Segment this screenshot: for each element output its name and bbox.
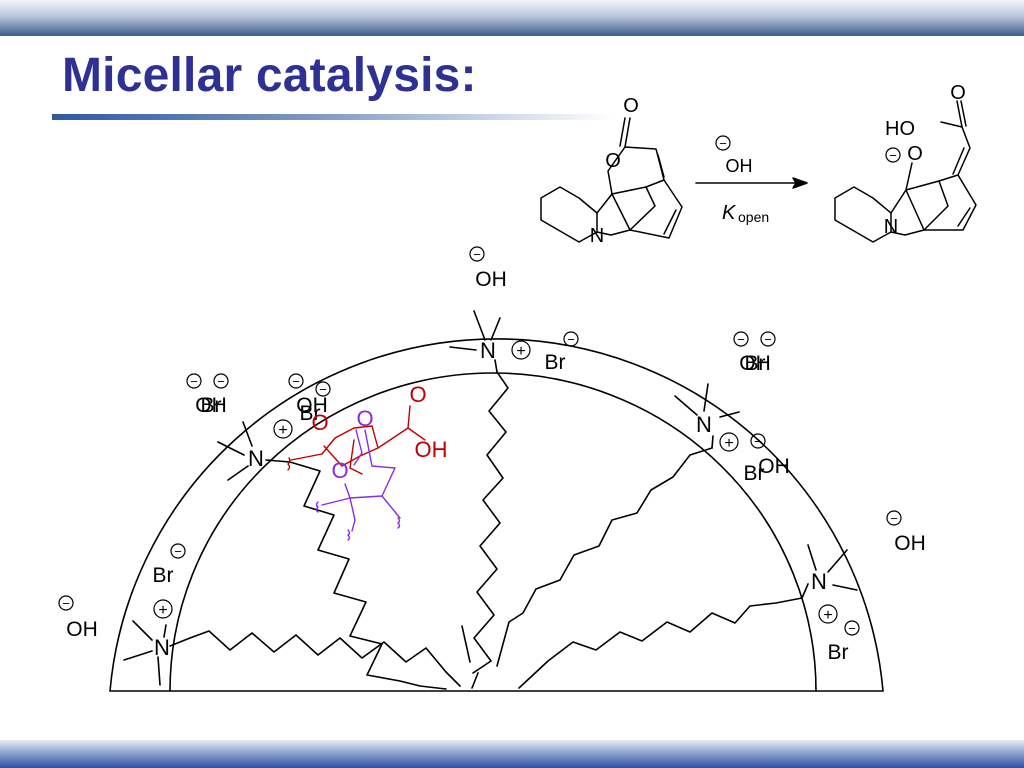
slide-title: Micellar catalysis:: [62, 49, 477, 102]
surfactant-tail-top: [472, 371, 509, 674]
head-right-upper-plus: +: [724, 435, 733, 452]
ion-12-charge: −: [848, 621, 856, 636]
micelle-outer-boundary: [109, 338, 884, 692]
surfactant-tail-bottom-left: [189, 630, 461, 687]
head-top-plus: +: [516, 343, 525, 360]
head-right-lower-n: N: [811, 569, 827, 594]
reactant-ring-oxygen: O: [605, 150, 621, 172]
reaction-scheme: O O N − OH K open: [540, 82, 977, 247]
surfactant-tail-right-upper: [496, 447, 713, 667]
ion-9-label: OH: [758, 455, 790, 478]
surfactant-tail-right-lower: [518, 597, 803, 689]
ion-0-label: OH: [475, 268, 507, 291]
ion-10-charge: −: [890, 511, 898, 526]
product-acid-ho: HO: [885, 118, 915, 140]
micelle-plus-circles: [153, 340, 838, 624]
head-bottom-left-n: N: [154, 635, 170, 660]
ion-10-label: OH: [894, 532, 926, 555]
ion-4-charge: −: [190, 374, 198, 389]
ion-9-charge: −: [754, 434, 762, 449]
ion-12-label: Br: [828, 641, 849, 664]
surfactant-tail-fragment: [461, 625, 479, 689]
header-band: [0, 0, 1024, 36]
head-group-right-upper: [674, 383, 740, 449]
head-group-right-lower: [801, 544, 858, 599]
ion-5-label: OH: [195, 394, 227, 417]
head-group-top: [449, 310, 501, 373]
substrate-red-o1: O: [409, 382, 426, 407]
ion-0-charge: −: [473, 247, 481, 262]
substrate-purple: [315, 429, 401, 541]
ion-13-charge: −: [62, 596, 70, 611]
ion-5-charge: −: [217, 374, 225, 389]
surfactant-tail-left: [289, 461, 447, 690]
reaction-arrow: [695, 177, 808, 189]
reactant-structure: [540, 117, 683, 243]
product-alkoxide-charge-circle: [885, 147, 901, 163]
ion-3-charge: −: [764, 332, 772, 347]
title-underline: [52, 114, 612, 120]
product-structure: [834, 100, 977, 243]
ion-8-charge: −: [754, 434, 762, 449]
rate-constant-subscript: open: [738, 209, 769, 225]
substrate-purple-o2: O: [331, 458, 348, 483]
ion-labels: − OH − Br − Br − OH − Br − OH − OH − Br …: [62, 247, 926, 664]
ion-charge-circles: [58, 246, 902, 636]
product-alkoxide-oxygen: O: [907, 143, 923, 165]
ion-7-label: Br: [300, 402, 321, 425]
ion-2-charge: −: [737, 332, 745, 347]
rate-constant-symbol: K: [722, 202, 737, 224]
footer-band: [0, 740, 1024, 768]
head-right-upper-n: N: [696, 412, 712, 437]
ion-1-charge: −: [567, 332, 575, 347]
micelle-head-labels: N N N N N: [154, 338, 827, 660]
head-top-n: N: [480, 338, 496, 363]
micelle-inner-boundary: [169, 372, 817, 692]
substrate-red-labels: O O OH: [311, 382, 447, 462]
substrate-purple-o1: O: [356, 406, 373, 431]
micelle-plus-signs: + + + + +: [158, 343, 832, 624]
ion-6-label: OH: [296, 394, 328, 417]
head-bottom-left-plus: +: [158, 602, 167, 619]
hydroxide-reagent: [715, 135, 731, 151]
product-nitrogen: N: [884, 216, 898, 238]
reagent-charge: −: [719, 136, 727, 151]
ion-11-label: Br: [153, 564, 174, 587]
reactant-carbonyl-oxygen: O: [623, 95, 639, 117]
product-carbonyl-oxygen: O: [950, 82, 966, 104]
micelle: [109, 310, 884, 692]
head-left-n: N: [248, 446, 264, 471]
substrate-red-o2: O: [311, 410, 328, 435]
product-alkoxide-charge: −: [889, 148, 897, 163]
ion-1-label: Br: [545, 351, 566, 374]
ion-6-charge: −: [292, 374, 300, 389]
ion-13-label: OH: [66, 618, 98, 641]
head-left-plus: +: [278, 422, 287, 439]
ion-3-label: OH: [739, 352, 771, 375]
substrate-red: [287, 405, 426, 475]
reagent-label: OH: [726, 156, 753, 176]
ion-7-charge: −: [319, 382, 327, 397]
head-group-bottom-left: [123, 620, 191, 686]
head-group-left: [217, 421, 291, 481]
substrate-red-oh: OH: [415, 437, 448, 462]
ion-4-label: Br: [201, 394, 222, 417]
ion-8-label: Br: [744, 462, 765, 485]
head-right-lower-plus: +: [823, 607, 832, 624]
substrate-purple-labels: O O: [331, 406, 373, 483]
ion-11-charge: −: [174, 544, 182, 559]
reactant-nitrogen: N: [590, 225, 604, 247]
ion-2-label: Br: [745, 352, 766, 375]
